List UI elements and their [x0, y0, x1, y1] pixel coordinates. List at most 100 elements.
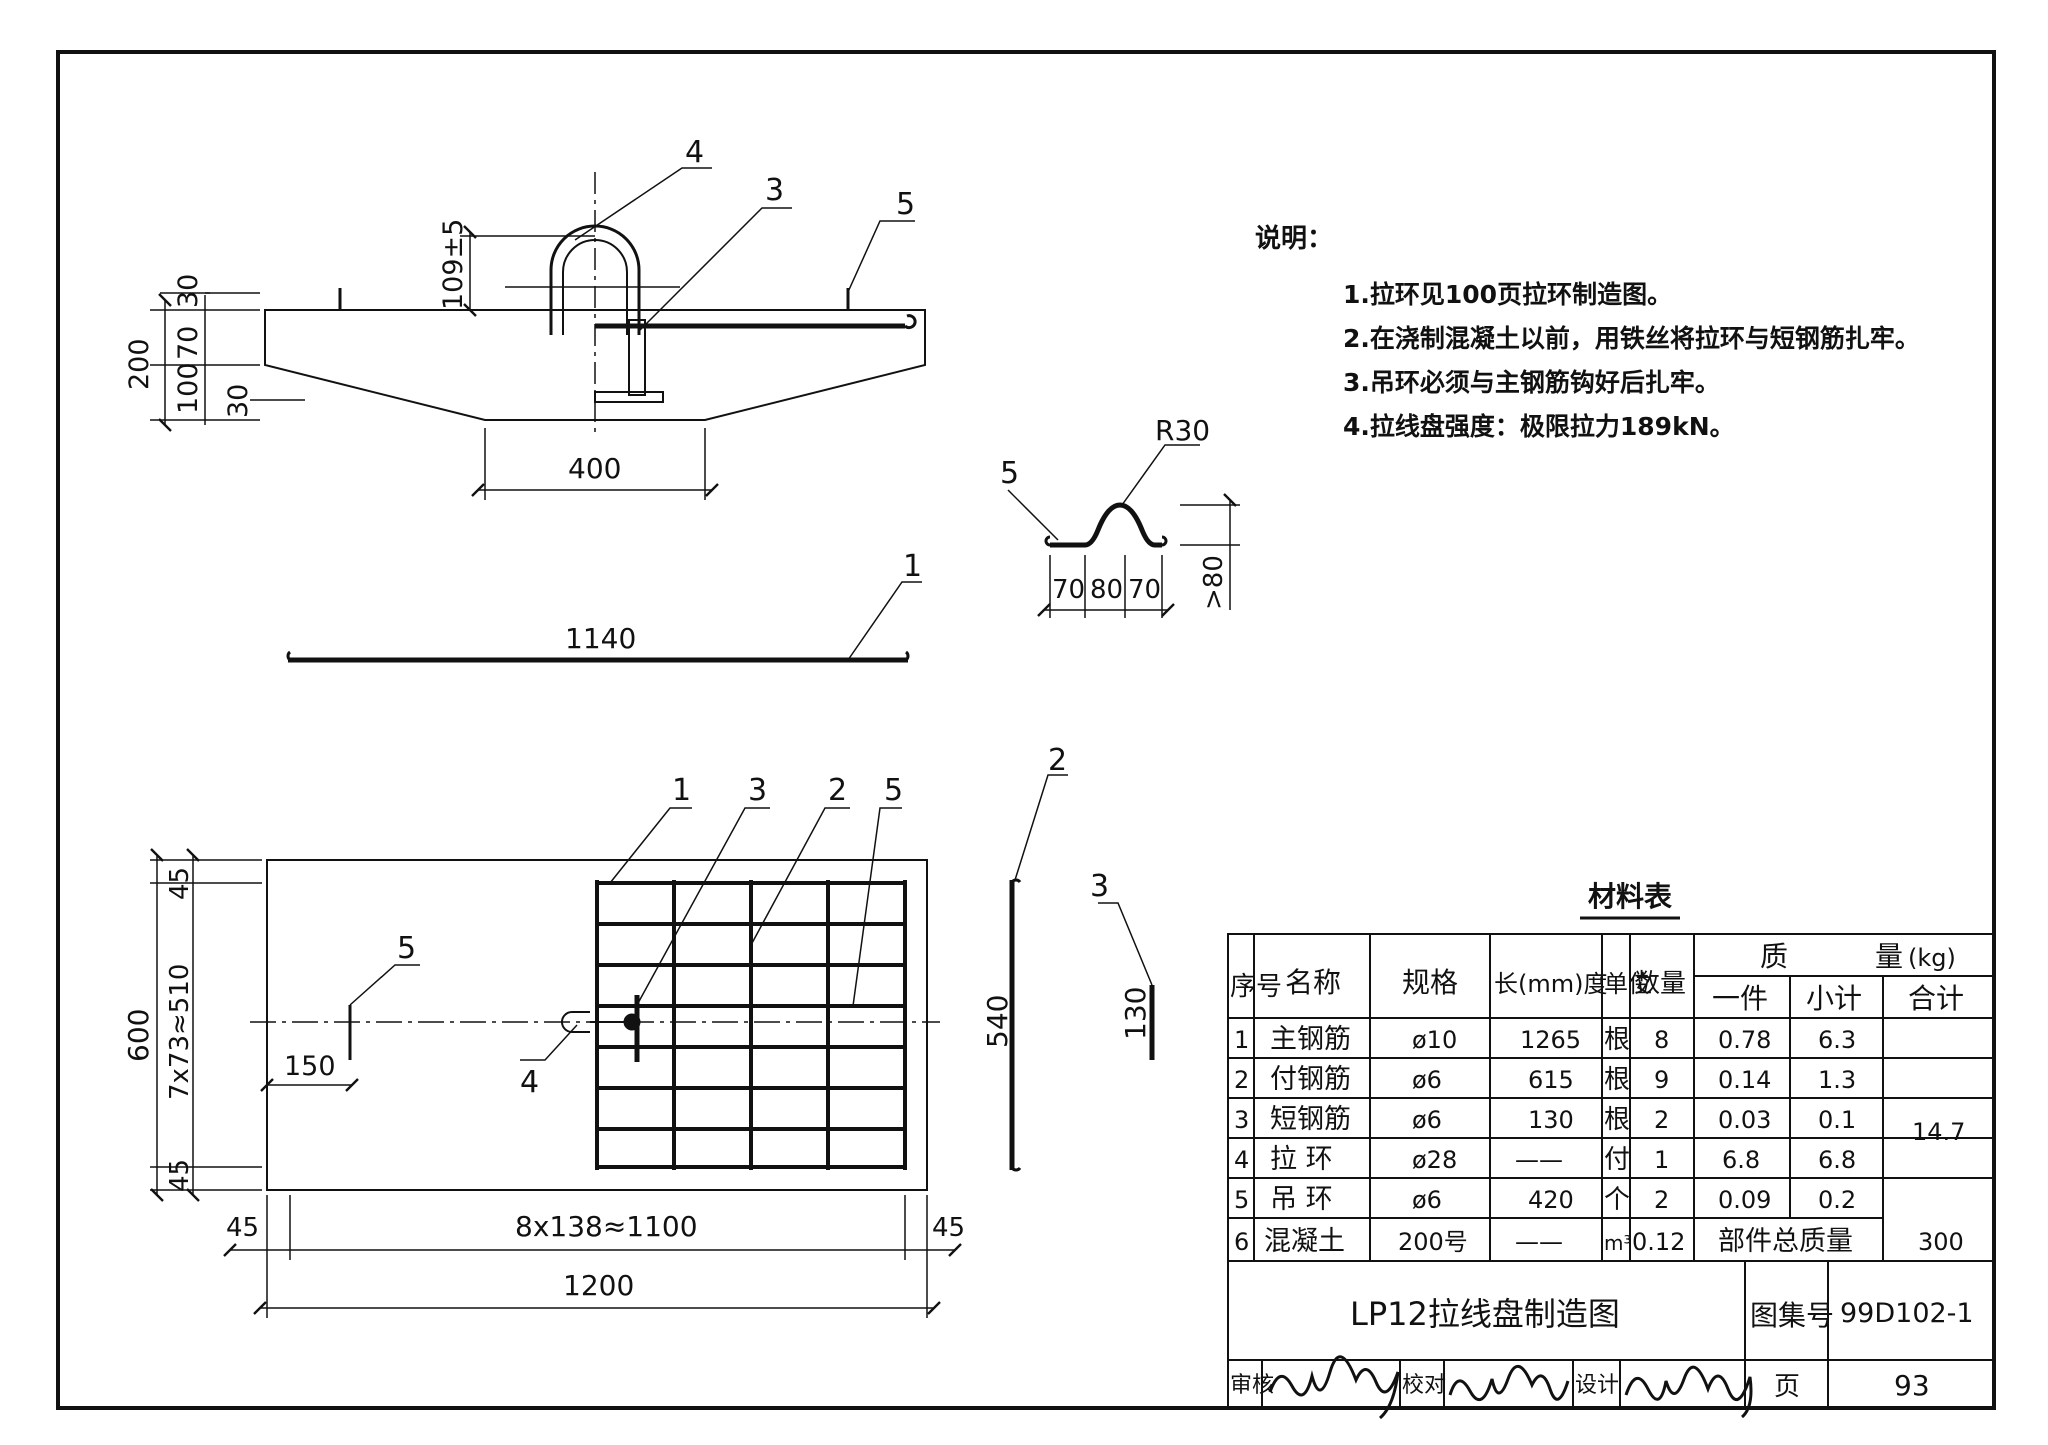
plan-dim-45-right: 45 — [932, 1213, 965, 1243]
plan-callout-4: 4 — [520, 1065, 539, 1100]
table-row-5-qty: 2 — [1654, 1186, 1669, 1214]
dim-30-top: 30 — [173, 274, 204, 308]
review-label: 审核 — [1230, 1373, 1274, 1398]
table-row-6-value: 300 — [1918, 1228, 1964, 1256]
hook-5-detail — [1007, 444, 1240, 618]
th-total: 合计 — [1908, 982, 1964, 1015]
table-row-5-subtotal: 0.2 — [1818, 1186, 1856, 1214]
th-length: 长(mm)度 — [1494, 970, 1607, 998]
hook-5-radius: R30 — [1155, 414, 1210, 447]
table-row-4-name: 拉 环 — [1270, 1144, 1333, 1175]
notes-title: 说明： — [1255, 224, 1334, 254]
table-row-1-each: 0.78 — [1718, 1026, 1771, 1054]
bar-2-callout: 2 — [1048, 743, 1067, 778]
table-row-1-subtotal: 6.3 — [1818, 1026, 1856, 1054]
bar-1-length: 1140 — [565, 622, 636, 655]
th-seq: 序号 — [1230, 972, 1282, 1002]
th-qty: 数量 — [1634, 969, 1686, 999]
table-row-2-length: 615 — [1528, 1066, 1574, 1094]
table-row-5-spec: ø6 — [1412, 1186, 1442, 1214]
th-name: 名称 — [1285, 966, 1341, 999]
table-total-1-5: 14.7 — [1912, 1118, 1965, 1146]
note-item: 4.拉线盘强度：极限拉力189kN。 — [1343, 412, 1735, 441]
section-view — [150, 167, 926, 500]
table-row-6-label: 部件总质量 — [1718, 1226, 1853, 1257]
dim-30-bottom: 30 — [223, 384, 254, 418]
table-row-4-no: 4 — [1234, 1146, 1249, 1174]
table-row-5-length: 420 — [1528, 1186, 1574, 1214]
table-row-6-unit: m³ — [1604, 1231, 1632, 1255]
table-row-2-spec: ø6 — [1412, 1066, 1442, 1094]
notes-block: 说明： 1.拉环见100页拉环制造图。 2.在浇制混凝土以前，用铁丝将拉环与短钢… — [1255, 218, 1920, 449]
table-row-2-subtotal: 1.3 — [1818, 1066, 1856, 1094]
section-callout-5: 5 — [896, 187, 915, 222]
th-subtotal: 小计 — [1806, 982, 1862, 1015]
plan-dim-1200: 1200 — [563, 1269, 634, 1302]
materials-rows: 1 主钢筋 ø10 1265 根 8 0.78 6.3 2 付钢筋 ø6 615… — [1234, 1024, 1965, 1257]
table-row-1-name: 主钢筋 — [1270, 1024, 1351, 1055]
table-row-5-name: 吊 环 — [1270, 1184, 1333, 1215]
bar-1-detail — [286, 581, 922, 663]
table-row-5-each: 0.09 — [1718, 1186, 1771, 1214]
plan-callout-1: 1 — [672, 773, 691, 808]
plan-callout-2: 2 — [828, 773, 847, 808]
bar-3-length: 130 — [1119, 987, 1152, 1040]
page-number: 93 — [1894, 1369, 1930, 1402]
plan-callout-5: 5 — [884, 773, 903, 808]
section-callout-3: 3 — [765, 173, 784, 208]
plan-dim-1100: 8x138≈1100 — [515, 1210, 698, 1243]
hook-5-height: >80 — [1199, 555, 1229, 610]
table-row-3-subtotal: 0.1 — [1818, 1106, 1856, 1134]
table-row-1-spec: ø10 — [1412, 1026, 1457, 1054]
hook-5-dim-70a: 70 — [1052, 575, 1085, 605]
th-mass2: 量 — [1875, 940, 1903, 973]
bar-3-callout: 3 — [1090, 869, 1109, 904]
plan-dim-45-top: 45 — [165, 867, 195, 900]
plan-callout-3: 3 — [748, 773, 767, 808]
table-row-4-spec: ø28 — [1412, 1146, 1457, 1174]
table-row-4-qty: 1 — [1654, 1146, 1669, 1174]
table-row-1-length: 1265 — [1520, 1026, 1581, 1054]
bar-2-detail — [1009, 774, 1068, 1172]
table-row-3-length: 130 — [1528, 1106, 1574, 1134]
note-item: 1.拉环见100页拉环制造图。 — [1343, 280, 1673, 309]
th-spec: 规格 — [1402, 966, 1458, 999]
plan-view — [150, 807, 962, 1318]
table-row-4-each: 6.8 — [1722, 1146, 1760, 1174]
table-row-3-no: 3 — [1234, 1106, 1249, 1134]
plan-dim-600: 600 — [122, 1009, 155, 1062]
table-row-2-no: 2 — [1234, 1066, 1249, 1094]
note-item: 3.吊环必须与主钢筋钩好后扎牢。 — [1343, 368, 1720, 397]
table-row-6-spec: 200号 — [1398, 1228, 1468, 1256]
dim-200: 200 — [124, 338, 155, 390]
atlas-number: 99D102-1 — [1840, 1298, 1974, 1329]
bar-3-detail — [1098, 902, 1155, 1060]
sheet-border — [56, 50, 1996, 1410]
table-row-4-subtotal: 6.8 — [1818, 1146, 1856, 1174]
plan-callout-5-left: 5 — [397, 931, 416, 966]
dim-400: 400 — [568, 452, 621, 485]
bar-2-length: 540 — [981, 995, 1014, 1048]
th-each: 一件 — [1712, 982, 1768, 1015]
reviewer-signature — [1268, 1355, 1400, 1420]
title-block-grid — [1227, 1260, 1995, 1409]
design-label: 设计 — [1575, 1373, 1619, 1398]
table-row-4-unit: 付 — [1604, 1145, 1630, 1175]
table-row-6-no: 6 — [1234, 1228, 1249, 1256]
table-row-5-unit: 个 — [1604, 1185, 1630, 1215]
table-row-2-name: 付钢筋 — [1270, 1064, 1351, 1095]
atlas-label: 图集号 — [1750, 1299, 1834, 1332]
table-row-6-length: —— — [1515, 1228, 1563, 1256]
th-mass-unit: (kg) — [1908, 944, 1956, 972]
section-callout-4: 4 — [685, 135, 704, 170]
plan-dim-45-bottom: 45 — [165, 1159, 195, 1192]
plan-dim-150: 150 — [284, 1051, 336, 1082]
table-row-3-each: 0.03 — [1718, 1106, 1771, 1134]
dim-100: 100 — [173, 362, 204, 414]
table-row-6-name: 混凝土 — [1264, 1226, 1345, 1257]
table-row-5-no: 5 — [1234, 1186, 1249, 1214]
table-row-1-no: 1 — [1234, 1026, 1249, 1054]
table-row-2-unit: 根 — [1604, 1065, 1630, 1095]
plan-dim-45-left: 45 — [226, 1213, 259, 1243]
